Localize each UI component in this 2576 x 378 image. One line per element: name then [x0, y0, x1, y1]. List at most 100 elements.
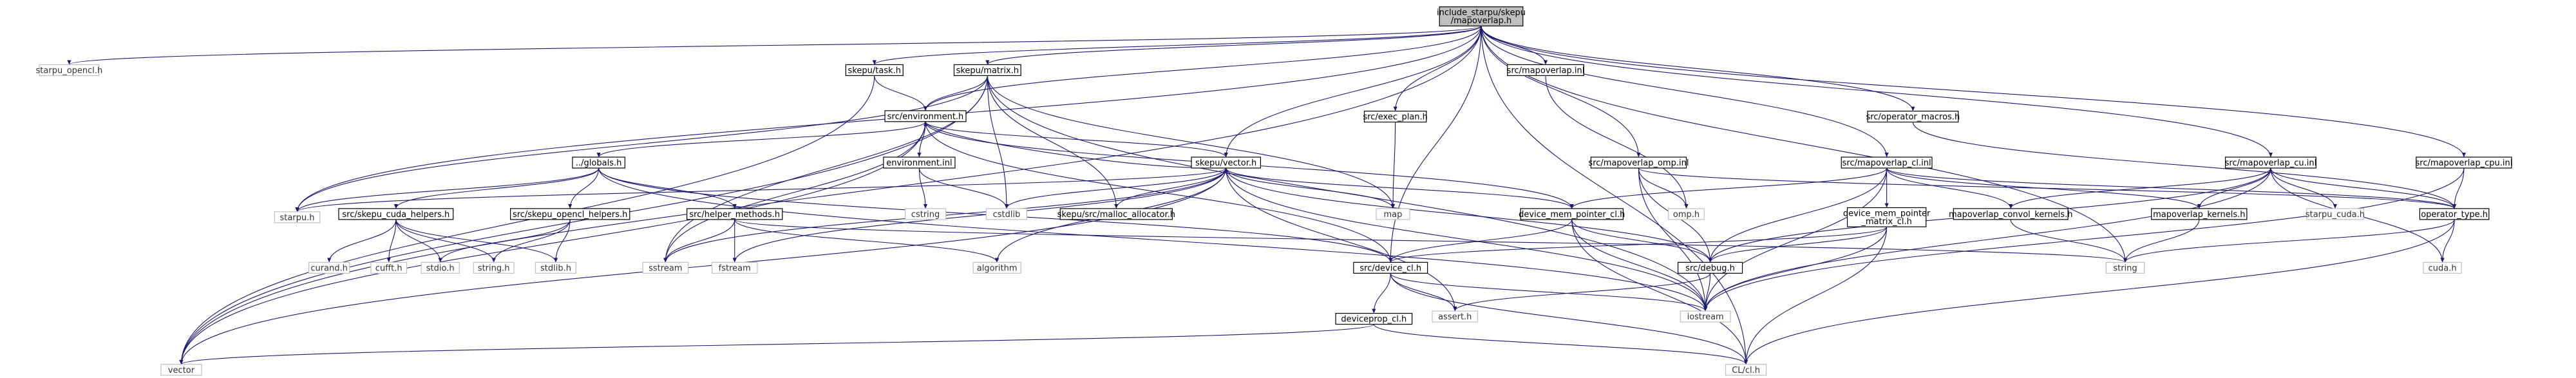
node-label: cstring	[911, 210, 940, 220]
edge-skepu_cuda_helpers-to-stdio	[395, 219, 442, 263]
edge-root-to-src_operator_macros	[1481, 26, 1915, 111]
node-iostream: iostream	[1680, 310, 1731, 323]
node-device-mem-pointer-matrix-cl[interactable]: device_mem_pointer_matrix_cl.h	[1843, 207, 1931, 227]
node-src-operator-macros[interactable]: src/operator_macros.h	[1866, 110, 1960, 123]
node-root[interactable]: include_starpu/skepu/mapoverlap.h	[1437, 6, 1526, 26]
edge-skepu_matrix-to-map	[987, 75, 1395, 209]
node-box	[1191, 156, 1262, 169]
node-box	[687, 208, 783, 220]
node-skepu-task[interactable]: skepu/task.h	[845, 64, 904, 76]
node-mapoverlap-kernels[interactable]: mapoverlap_kernels.h	[2151, 208, 2248, 220]
edge-mapoverlap_convol_kernels-to-string	[2010, 219, 2128, 263]
node-curand: curand.h	[308, 261, 350, 274]
node-label: deviceprop_cl.h	[1341, 315, 1406, 325]
node-box	[1725, 364, 1767, 376]
edge-root-to-src_device_cl	[1388, 26, 1482, 263]
node-cuda-h: cuda.h	[2423, 261, 2462, 274]
node-mapoverlap-convol-kernels[interactable]: mapoverlap_convol_kernels.h	[1949, 208, 2072, 220]
node-skepu-matrix[interactable]: skepu/matrix.h	[953, 64, 1021, 76]
node-operator-type[interactable]: operator_type.h	[2419, 208, 2490, 220]
edge-deviceprop_cl-to-cl_cl	[1373, 324, 1748, 365]
node-cufft: cufft.h	[370, 261, 408, 274]
node-cl-cl: CL/cl.h	[1725, 364, 1767, 376]
edge-skepu_opencl_helpers-to-string_h	[491, 219, 571, 263]
edge-operator_type-to-string	[2123, 219, 2455, 263]
node-src-mapoverlap-cpu[interactable]: src/mapoverlap_cpu.inl	[2416, 156, 2513, 169]
node-label: src/skepu_opencl_helpers.h	[513, 210, 627, 220]
node-malloc-allocator[interactable]: skepu/src/malloc_allocator.h	[1057, 208, 1175, 220]
node-label: cuda.h	[2429, 263, 2457, 273]
edge-src_mapoverlap_cu-to-mapoverlap_kernels	[2197, 167, 2271, 209]
node-src-device-cl[interactable]: src/device_cl.h	[1353, 261, 1428, 274]
node-box	[509, 208, 630, 220]
edge-src_mapoverlap_cl-to-device_mem_pointer_cl	[1569, 167, 1888, 209]
node-box	[1590, 156, 1687, 169]
node-box	[2416, 156, 2512, 169]
node-label: fstream	[719, 263, 751, 273]
edge-globals-to-iostream	[598, 167, 1708, 312]
edge-skepu_cuda_helpers-to-cufft	[386, 219, 397, 263]
node-label: skepu/vector.h	[1195, 158, 1256, 168]
node-label: starpu_cuda.h	[2306, 210, 2365, 220]
edge-skepu_matrix-to-vector	[179, 75, 988, 364]
node-label: src/mapoverlap.inl	[1507, 66, 1585, 75]
node-box	[845, 64, 904, 76]
edge-src_mapoverlap_omp-to-iostream	[1638, 167, 1708, 312]
node-helper-methods[interactable]: src/helper_methods.h	[687, 208, 783, 220]
node-src-debug[interactable]: src/debug.h	[1677, 261, 1743, 274]
node-src-mapoverlap-cl[interactable]: src/mapoverlap_cl.inl	[1841, 156, 1933, 169]
node-src-mapoverlap-cu[interactable]: src/mapoverlap_cu.inl	[2225, 156, 2317, 169]
node-deviceprop-cl[interactable]: deviceprop_cl.h	[1335, 312, 1413, 325]
node-globals[interactable]: ../globals.h	[572, 156, 625, 169]
edge-helper_methods-to-string	[734, 219, 2127, 263]
node-box	[39, 64, 100, 76]
edge-src_device_cl-to-assert	[1390, 273, 1457, 312]
node-label: iostream	[1687, 312, 1724, 322]
edge-src_mapoverlap_cl-to-mapoverlap_convol_kernels	[1886, 167, 2013, 209]
edge-device_mem_pointer_matrix_cl-to-src_device_cl	[1388, 226, 1888, 263]
edge-device_mem_pointer_cl-to-iostream	[1571, 219, 1708, 312]
edge-skepu_cuda_helpers-to-curand	[327, 219, 397, 263]
node-box	[160, 364, 202, 376]
edge-root-to-starpu_opencl	[67, 25, 1482, 65]
node-environment-inl[interactable]: environment.inl	[883, 156, 956, 169]
node-label: device_mem_pointer_cl.h	[1519, 210, 1625, 220]
edge-skepu_task-to-src_environment	[874, 75, 928, 111]
node-box	[1677, 261, 1743, 274]
edge-device_mem_pointer_matrix_cl-to-src_debug	[1708, 227, 1888, 263]
edge-skepu_task-to-vector	[179, 75, 875, 364]
node-box	[535, 261, 577, 274]
node-label: src/helper_methods.h	[689, 210, 780, 220]
edge-operator_type-to-cuda_h	[2440, 219, 2455, 263]
node-fstream: fstream	[711, 261, 758, 274]
node-box	[308, 261, 350, 274]
node-device-mem-pointer-cl[interactable]: device_mem_pointer_cl.h	[1519, 208, 1625, 220]
node-box	[884, 110, 967, 122]
node-cstring: cstring	[904, 208, 947, 220]
node-label: skepu/matrix.h	[956, 66, 1019, 75]
edge-globals-to-starpu_h	[295, 167, 600, 213]
node-label: sstream	[649, 263, 682, 273]
node-box	[1507, 64, 1584, 76]
node-skepu-vector[interactable]: skepu/vector.h	[1191, 156, 1262, 169]
edge-src_device_cl-to-iostream	[1390, 273, 1708, 312]
node-label: string	[2113, 263, 2137, 273]
edge-src_environment-to-skepu_vector	[925, 121, 1228, 158]
edge-skepu_cuda_helpers-to-stdlib	[395, 219, 558, 263]
node-box	[274, 211, 321, 223]
edge-skepu_vector-to-map	[1226, 167, 1395, 209]
node-skepu-opencl-helpers[interactable]: src/skepu_opencl_helpers.h	[509, 208, 630, 220]
edge-src_mapoverlap_cu-to-operator_type	[2270, 167, 2457, 209]
node-label: omp.h	[1673, 210, 1700, 220]
node-src-exec-plan[interactable]: src/exec_plan.h	[1363, 110, 1428, 123]
node-box	[711, 261, 758, 274]
node-label: operator_type.h	[2421, 210, 2488, 220]
node-label: assert.h	[1438, 312, 1472, 322]
node-src-environment[interactable]: src/environment.h	[884, 110, 967, 122]
node-box	[1353, 261, 1428, 274]
node-src-mapoverlap-omp[interactable]: src/mapoverlap_omp.inl	[1588, 156, 1689, 169]
node-skepu-cuda-helpers[interactable]: src/skepu_cuda_helpers.h	[338, 208, 454, 220]
edge-helper_methods-to-sstream	[663, 219, 735, 263]
node-src-mapoverlap-inl[interactable]: src/mapoverlap.inl	[1507, 64, 1585, 76]
edge-device_mem_pointer_cl-to-cl_cl	[1571, 219, 1748, 364]
